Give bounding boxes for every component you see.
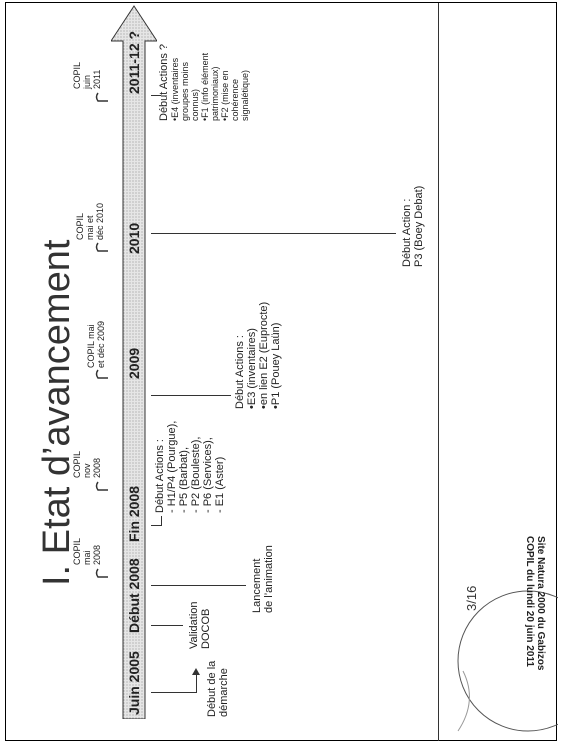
timeline-arrow [111,5,157,719]
connector-line [196,673,197,693]
footer-text: Site Natura 2000 du Gabizos COPIL du lun… [524,536,546,671]
connector-line [151,525,161,526]
timeline-label-fin-2008: Fin 2008 [126,485,142,542]
connector-line [161,516,162,526]
connector-line [151,692,196,693]
rotated-slide: I. Etat d’avancement Juin 2005 Début 200… [6,3,558,741]
copil-flag-icon [95,481,108,491]
copil-flag-icon [95,92,108,102]
timeline-label-juin-2005: Juin 2005 [126,651,142,715]
copil-flag-icon [95,369,108,379]
connector-line [151,395,231,396]
timeline-label-2009: 2009 [126,347,142,379]
copil-flag-icon [95,242,108,252]
copil-flag-icon [95,568,108,578]
decorative-circle-logo [457,590,558,732]
timeline-label-2011-12: 2011-12 ? [126,30,142,94]
slide-title: I. Etat d’avancement [36,239,78,586]
timeline-label-debut-2008: Début 2008 [126,558,142,633]
event-actions-2009: Début Actions :•E3 (inventaires)•en lien… [234,301,282,409]
timeline-label-2010: 2010 [126,222,142,254]
event-action-2010: Début Action :P3 (Boey Debat) [401,185,425,267]
event-actions-fin-2008: Début Actions :- H1/P4 (Pourgue),- P5 (B… [154,420,226,513]
connector-line [151,233,396,234]
arrowhead-icon [192,668,200,675]
page-border [5,2,557,741]
connector-line [151,585,246,586]
connector-line [151,625,183,626]
page-number: 3/16 [464,585,479,611]
